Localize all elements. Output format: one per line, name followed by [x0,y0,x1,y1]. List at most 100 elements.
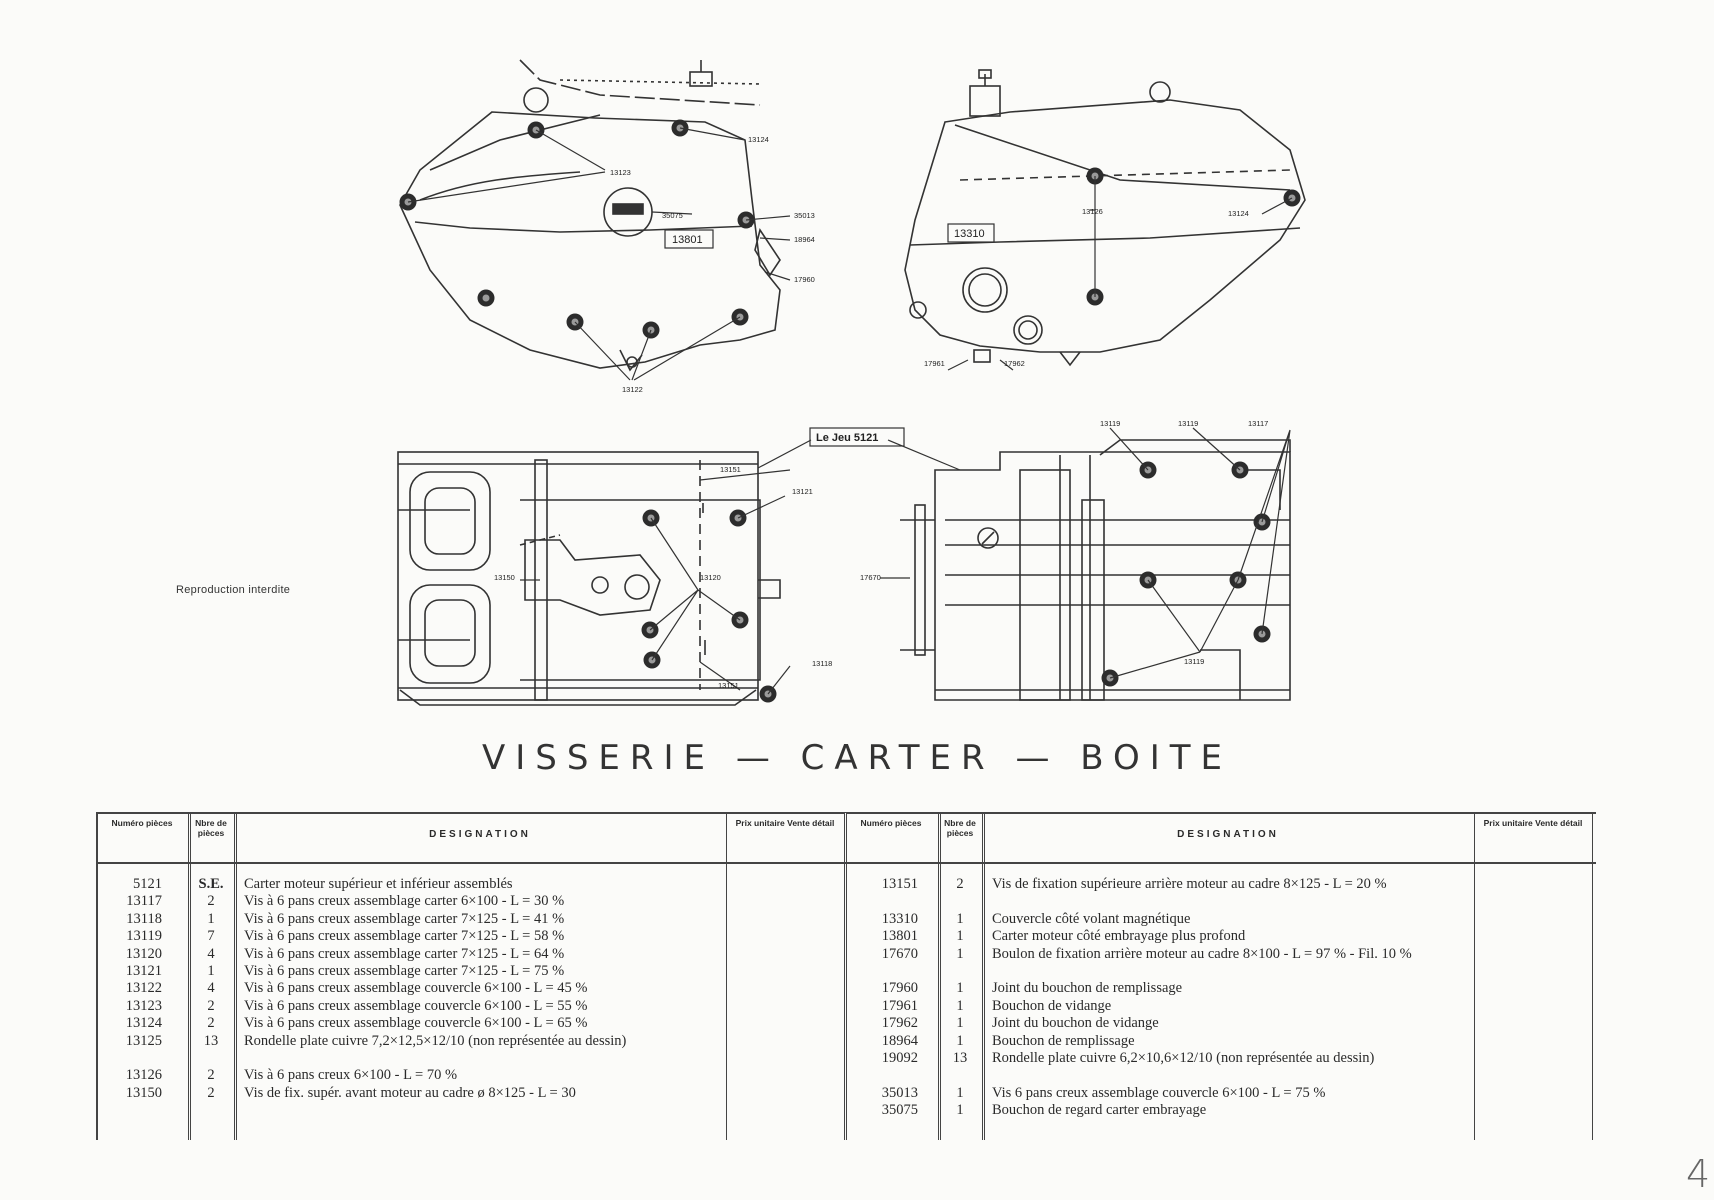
part-designation: Vis à 6 pans creux assemblage carter 7×1… [244,928,565,945]
part-designation: Boulon de fixation arrière moteur au cad… [992,945,1412,962]
part-quantity: 1 [956,1102,964,1119]
header-prix: Prix unitaire Vente détail [735,818,835,828]
part-designation: Vis de fixation supérieure arrière moteu… [992,876,1387,892]
part-designation: Vis à 6 pans creux assemblage couvercle … [244,980,588,997]
callout-13120: 13120 [700,573,721,582]
plate-13801: 13801 [672,234,703,246]
part-number: 19092 [881,1049,918,1066]
header-nombre: Nbre de pièces [195,818,227,838]
part-number: 13121 [125,962,162,979]
part-quantity: 1 [207,962,215,979]
part-designation: Vis à 6 pans creux assemblage couvercle … [244,1015,588,1032]
part-designation: Vis à 6 pans creux assemblage carter 7×1… [244,962,565,979]
leader-lines [407,127,1293,695]
part-number: 13117 [126,893,162,910]
callout-13151: 13151 [720,465,741,474]
part-quantity: 2 [207,1084,215,1101]
part-number: 13151 [881,876,918,892]
table-row: 13121 1 Vis à 6 pans creux assemblage cart… [96,963,844,980]
callout-13150: 13150 [494,573,515,582]
part-designation: Joint du bouchon de remplissage [992,980,1183,997]
gearbox-drawing [900,439,1291,701]
parts-table-left: Numéro pièces Nbre de pièces DESIGNATION… [96,812,844,1140]
part-designation: Rondelle plate cuivre 7,2×12,5×12/10 (no… [244,1032,627,1049]
callout-35013: 35013 [794,211,815,220]
part-designation: Bouchon de regard carter embrayage [992,1102,1207,1119]
part-number: 18964 [881,1032,918,1049]
table-row: 18964 1 Bouchon de remplissage [844,1033,1596,1050]
part-quantity: 7 [207,928,215,945]
callout-13122: 13122 [622,385,643,394]
part-designation: Carter moteur côté embrayage plus profon… [992,928,1246,945]
part-designation: Vis à 6 pans creux assemblage carter 7×1… [244,910,565,927]
part-number: 13122 [125,980,162,997]
table-row: 13151 2 Vis de fixation supérieure arrière… [844,876,1596,911]
part-quantity: 2 [956,876,964,892]
callout-17961: 17961 [924,359,945,368]
part-designation: Carter moteur supérieur et inférieur ass… [244,876,513,892]
part-quantity: 2 [207,893,215,910]
reproduction-notice: Reproduction interdite [176,584,291,596]
part-number: 17961 [881,997,918,1014]
part-designation: Vis à 6 pans creux assemblage carter 6×1… [244,893,565,910]
part-number: 13150 [125,1084,162,1101]
exploded-view-drawings: 13123 13124 35075 35013 18964 17960 1312… [397,59,1306,706]
part-designation: Vis de fix. supér. avant moteur au cadre… [244,1084,576,1101]
part-number: 17960 [881,980,918,997]
callout-13121: 13121 [792,487,813,496]
part-designation: Bouchon de remplissage [992,1032,1135,1049]
part-number: 13118 [126,910,162,927]
kit-label: Le Jeu 5121 [816,432,878,444]
callout-13123: 13123 [610,168,631,177]
callout-13124: 13124 [748,135,769,144]
table-row: 13150 2 Vis de fix. supér. avant moteur au… [96,1085,844,1102]
callout-13124-right: 13124 [1228,209,1249,218]
callout-13118: 13118 [812,659,832,668]
table-row: 17960 1 Joint du bouchon de remplissage [844,980,1596,997]
part-designation: Vis à 6 pans creux 6×100 - L = 70 % [244,1067,458,1084]
part-designation: Joint du bouchon de vidange [992,1015,1159,1032]
part-quantity: 13 [203,1032,219,1049]
callout-13126: 13126 [1082,207,1103,216]
part-quantity: 2 [207,997,215,1014]
part-quantity: 1 [956,980,964,997]
parts-table-right: Numéro pièces Nbre de pièces DESIGNATION… [844,812,1596,1140]
part-quantity: 2 [207,1067,215,1084]
part-quantity: 1 [956,1084,964,1101]
part-designation: Couvercle côté volant magnétique [992,910,1191,927]
part-number: 35075 [881,1102,918,1119]
header-numero: Numéro pièces [111,818,173,828]
part-quantity: 1 [956,997,964,1014]
page-number: 4 [1686,1152,1711,1196]
part-designation: Bouchon de vidange [992,997,1112,1014]
part-number: 13310 [881,910,918,927]
callout-13119-c: 13119 [1184,657,1204,666]
rows-right: 13151 2 Vis de fixation supérieure arrière… [844,876,1596,1120]
part-quantity: S.E. [198,876,224,892]
part-number: 17962 [881,1015,918,1032]
plate-13310: 13310 [954,228,985,240]
callout-13117: 13117 [1248,419,1268,428]
callout-17962: 17962 [1004,359,1025,368]
part-quantity: 1 [956,945,964,962]
part-number: 13125 [125,1032,162,1049]
part-number: 13119 [126,928,162,945]
callout-13119-b: 13119 [1178,419,1198,428]
table-row: 13310 1 Couvercle côté volant magnétique [844,911,1596,928]
table-row: 13125 13 Rondelle plate cuivre 7,2×12,5×12… [96,1033,844,1068]
part-quantity: 2 [207,1015,215,1032]
part-number: 13801 [881,928,918,945]
callout-18964: 18964 [794,235,815,244]
header-prix-right: Prix unitaire Vente détail [1483,818,1583,828]
part-quantity: 1 [956,910,964,927]
part-quantity: 1 [956,1032,964,1049]
